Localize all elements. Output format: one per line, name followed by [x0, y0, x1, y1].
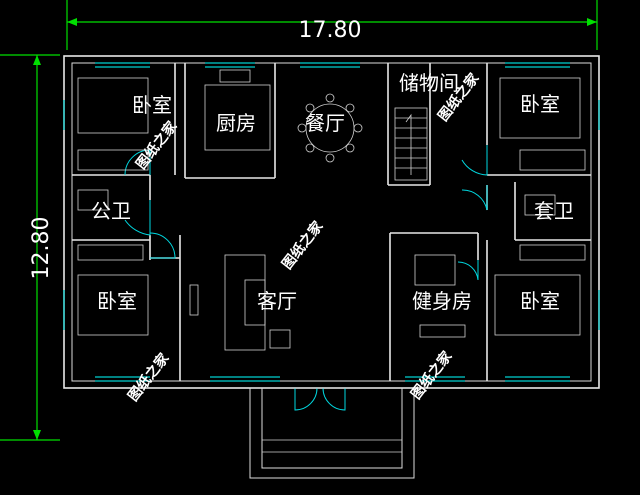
room-label-gym: 健身房 [412, 289, 472, 313]
height-dimension-label: 12.80 [29, 217, 54, 280]
watermark: 图纸之家 [408, 347, 456, 402]
room-label-bedroom-nw: 卧室 [132, 93, 172, 117]
windows [63, 62, 600, 382]
room-label-dining: 餐厅 [305, 111, 345, 135]
room-label-storage: 储物间 [399, 71, 459, 95]
room-label-bedroom-se: 卧室 [520, 289, 560, 313]
furniture [77, 69, 586, 351]
doors [124, 145, 488, 411]
room-label-kitchen: 厨房 [216, 111, 256, 135]
watermark: 图纸之家 [279, 217, 327, 272]
interior-walls [72, 63, 591, 381]
room-label-public-bath: 公卫 [91, 199, 131, 223]
room-label-living: 客厅 [257, 289, 297, 313]
watermark: 图纸之家 [133, 117, 181, 172]
height-dimension [0, 54, 60, 441]
room-label-ensuite-bath: 套卫 [534, 199, 574, 223]
room-label-bedroom-ne: 卧室 [520, 92, 560, 116]
width-dimension [66, 0, 598, 50]
staircase [394, 107, 428, 181]
width-dimension-label: 17.80 [299, 18, 362, 43]
entrance-steps [249, 387, 415, 479]
room-label-bedroom-sw: 卧室 [97, 289, 137, 313]
